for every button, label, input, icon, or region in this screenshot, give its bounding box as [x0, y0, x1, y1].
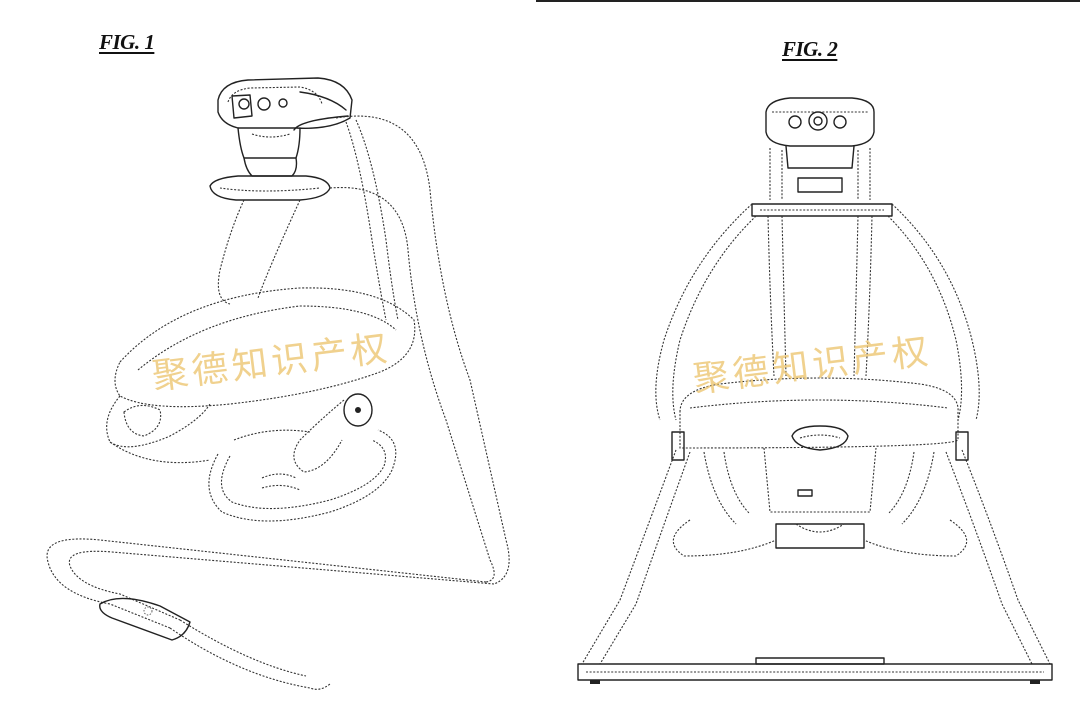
fig2-label: FIG. 2 — [782, 37, 838, 61]
fig1-control-head — [217, 77, 353, 131]
fig1-frame-tubes — [46, 115, 510, 690]
fig1-seat — [106, 287, 416, 522]
top-border-line — [536, 0, 1080, 2]
fig2-seat — [671, 377, 969, 557]
fig2-cross-bar — [751, 203, 893, 217]
fig2-control-head — [765, 97, 875, 200]
fig2-frame-legs — [577, 203, 1053, 684]
fig1-label: FIG. 1 — [99, 30, 155, 54]
fig1-swing-perspective-drawing — [46, 77, 510, 690]
